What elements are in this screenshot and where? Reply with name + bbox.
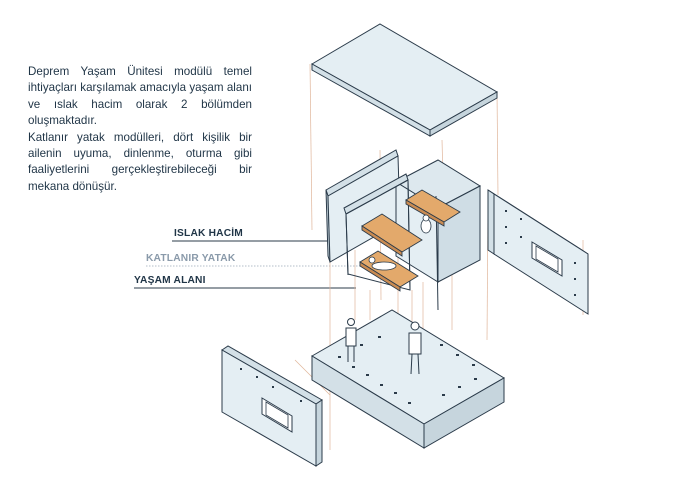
leader-lines [134,240,360,289]
right-wall-bolts [505,210,576,296]
sleeping-figures [368,214,432,271]
roof-panel [310,23,499,137]
back-left-wall-panel [325,149,401,263]
label-islak-hacim: ISLAK HACİM [174,228,243,239]
description-paragraph-2: Katlanır yatak modülleri, dört kişilik b… [28,130,252,193]
front-left-wall-bolts [240,368,302,402]
right-wall-panel [487,189,589,315]
platform-anchors [338,336,477,404]
description-paragraph-1: Deprem Yaşam Ünitesi modülü temel ihtiya… [28,65,252,128]
base-platform [311,309,505,449]
folding-bed-mid [405,189,461,227]
standing-figures [345,318,422,375]
description-text: Deprem Yaşam Ünitesi modülü temel ihtiya… [28,64,252,195]
label-katlanir-yatak: KATLANIR YATAK [146,253,236,264]
front-left-wall-panel [221,345,323,467]
label-yasam-alani: YAŞAM ALANI [134,275,206,286]
folding-bed-upper [361,213,423,257]
